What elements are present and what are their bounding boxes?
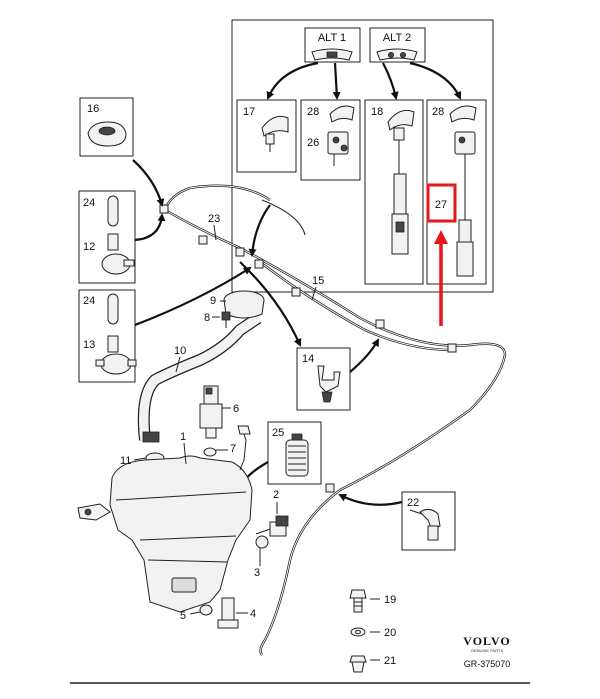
volvo-logo-sub: GENUINE PARTS xyxy=(471,648,504,653)
callout-15: 15 xyxy=(312,275,324,287)
part-24-13-box[interactable]: 24 13 xyxy=(78,289,137,383)
callout-21: 21 xyxy=(384,655,396,667)
clip-21-icon xyxy=(349,655,367,663)
part-14-box[interactable]: 14 xyxy=(296,347,351,411)
grommet-3-icon xyxy=(255,535,269,549)
part-16-box[interactable]: 16 xyxy=(79,97,134,157)
callout-22: 22 xyxy=(407,497,419,509)
volvo-logo: VOLVO xyxy=(463,634,510,648)
callout-5: 5 xyxy=(180,610,186,622)
callout-25: 25 xyxy=(272,427,284,439)
alt1-label: ALT 1 xyxy=(318,32,346,44)
nozzle-cap-28-icon xyxy=(329,105,355,123)
callout-3: 3 xyxy=(254,567,260,579)
callout-10: 10 xyxy=(174,345,186,357)
alt2-badge: ALT 2 xyxy=(369,27,426,63)
part-28-27-box[interactable]: 28 27 xyxy=(426,99,487,285)
washer-hose-routing xyxy=(159,184,507,656)
highlight-box-27[interactable] xyxy=(426,183,457,223)
heated-nozzle-18-icon xyxy=(387,109,415,131)
pump-4-icon xyxy=(221,597,235,623)
grommet-7-icon xyxy=(203,447,217,457)
dual-jet-icon xyxy=(387,52,394,59)
part-28-26-box[interactable]: 28 26 xyxy=(300,99,361,181)
part-25-box[interactable]: 25 xyxy=(267,421,322,485)
callout-28-b: 28 xyxy=(432,106,444,118)
washer-nozzle-17-icon xyxy=(261,115,289,137)
callout-24-a: 24 xyxy=(83,197,95,209)
callout-18: 18 xyxy=(371,106,383,118)
washer-reservoir-assembly xyxy=(77,290,289,629)
callout-1: 1 xyxy=(180,431,186,443)
callout-13: 13 xyxy=(83,339,95,351)
part-18-box[interactable]: 18 xyxy=(364,99,424,285)
bolt-8-icon xyxy=(221,311,231,321)
branding: VOLVO GENUINE PARTS GR-375070 xyxy=(463,634,510,669)
callout-23: 23 xyxy=(208,213,220,225)
callout-11: 11 xyxy=(120,455,131,467)
screw-19-icon xyxy=(349,589,367,599)
callout-7: 7 xyxy=(230,443,236,455)
diagram-code: GR-375070 xyxy=(464,659,511,669)
callout-20: 20 xyxy=(384,627,396,639)
part-24-12-box[interactable]: 24 12 xyxy=(78,190,136,284)
connector-13-icon xyxy=(107,335,119,353)
part-22-box[interactable]: 22 xyxy=(401,491,456,551)
hose-24b-icon xyxy=(107,293,119,325)
fasteners: 19 20 21 xyxy=(349,589,396,673)
callout-4: 4 xyxy=(250,608,256,620)
callout-19: 19 xyxy=(384,594,396,606)
callout-8: 8 xyxy=(204,312,210,324)
alt1-badge: ALT 1 xyxy=(304,27,361,63)
reservoir-tank-1-icon xyxy=(109,455,253,613)
heated-nozzle-27-icon xyxy=(454,131,476,155)
callout-27: 27 xyxy=(435,199,447,211)
hose-clip-14-icon xyxy=(317,365,341,393)
grommet-5-icon xyxy=(199,604,213,616)
callout-12: 12 xyxy=(83,241,95,253)
connector-12-icon xyxy=(107,233,119,251)
single-jet-icon xyxy=(326,51,338,58)
callout-2: 2 xyxy=(273,489,279,501)
callout-28-a: 28 xyxy=(307,106,319,118)
nozzle-cap-28b-icon xyxy=(449,105,477,123)
alternatives-inset: ALT 1 ALT 2 17 28 26 xyxy=(231,19,494,293)
callout-16: 16 xyxy=(87,103,99,115)
alt2-label: ALT 2 xyxy=(383,32,411,44)
callout-24-b: 24 xyxy=(83,295,95,307)
callout-14: 14 xyxy=(302,353,314,365)
hose-24-icon xyxy=(107,195,119,227)
part-17-box[interactable]: 17 xyxy=(236,99,297,173)
callout-26: 26 xyxy=(307,137,319,149)
callout-17: 17 xyxy=(243,106,255,118)
callout-6: 6 xyxy=(233,403,239,415)
callout-9: 9 xyxy=(210,295,216,307)
